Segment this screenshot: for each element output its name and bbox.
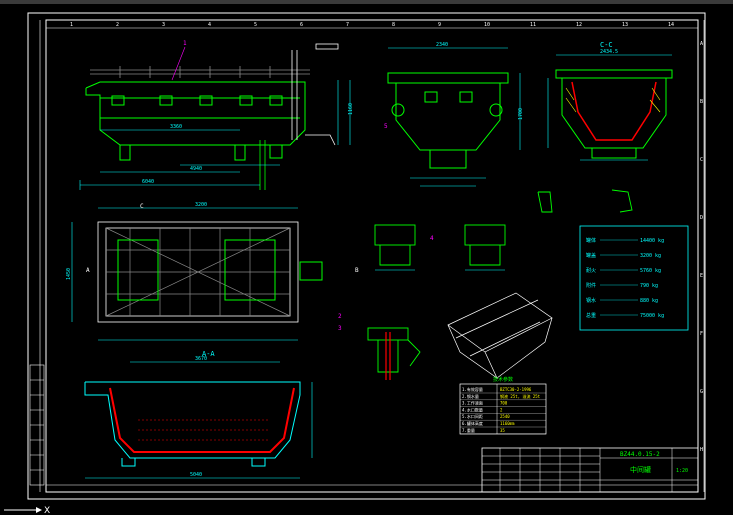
drawing-scale: 1:20 [676,468,688,474]
side-view[interactable]: 2340 1700 5 [384,42,524,187]
ruler-side-letter: H [700,447,703,453]
tech-row-value: 钢液 25t, 溢流 25t [500,393,541,399]
item-label-3: 3 [338,325,342,332]
weights-row-label: 耐火 [586,267,596,274]
tech-row-value: 2540 [500,414,510,419]
ruler-side: A B C D E F G H [700,41,703,453]
tech-row-value: 700 [500,401,508,406]
detail-views[interactable]: 2 3 4 [338,189,633,380]
ruler-side-letter: B [700,99,703,105]
tech-row-value: 1160mm [500,421,515,426]
ruler-top-number: 4 [208,22,211,28]
ruler-top-number: 5 [254,22,257,28]
weights-row-label: 罐盖 [586,252,596,259]
isometric-view [447,292,553,380]
weights-row-value: 790 kg [640,283,658,289]
tech-table-title: 技术参数 [493,376,513,383]
section-mark-c: C [140,203,144,210]
ruler-top-number: 3 [162,22,165,28]
weights-row-value: 3200 kg [640,253,661,259]
tech-row-key: 4.水口数量 [462,406,483,412]
tech-row-key: 6.罐体高度 [462,420,483,426]
dim-bottom-length: 4940 [190,166,202,172]
ruler-top-number: 13 [622,22,628,28]
drawing-number: BZ44.0.15-2 [620,451,660,458]
dim-height: 1160 [348,103,354,115]
tech-row-value: BZTC30-2-1996 [500,387,532,392]
section-cc-view[interactable]: C-C 2434.5 [547,41,673,161]
tech-row-key: 7.重量 [462,427,475,433]
weights-row-value: 5760 kg [640,268,661,274]
ruler-top-number: 7 [346,22,349,28]
dim-plan-width: 3200 [195,202,207,208]
ucs-icon: X [4,506,50,515]
dim-inner-length: 3360 [170,124,182,130]
weights-row-label: 钢水 [586,297,596,304]
section-aa-view[interactable]: A-A 5040 3670 [84,350,313,479]
weights-row-value: 880 kg [640,298,658,304]
dim-aa-length: 5040 [190,472,202,478]
inner-frame [45,19,699,493]
ruler-side-letter: D [700,215,703,221]
ruler-top-number: 2 [116,22,119,28]
dim-end-width: 2340 [436,42,448,48]
ruler-side-letter: G [700,389,703,395]
dim-overall-length: 6040 [142,179,154,185]
ruler-top-number: 11 [530,22,536,28]
weights-row-value: 14400 kg [640,238,664,244]
app-top-bar [0,0,733,4]
tech-row-key: 3.工作液面 [462,400,483,406]
outer-frame [27,12,706,500]
tech-row-value: 35 [500,428,505,433]
title-block: BZ44.0.15-2 中间罐 1:20 [481,447,699,493]
ruler-top-number: 12 [576,22,582,28]
item-label-2: 2 [338,313,342,320]
dim-side: 1700 [518,108,524,120]
ruler-top-number: 14 [668,22,674,28]
ruler-side-letter: C [700,157,703,163]
drawing-name: 中间罐 [630,465,651,474]
weights-row-label: 附件 [586,282,596,289]
section-aa-title: A-A [202,350,215,358]
tech-params-table: 技术参数 1.有效容量 BZTC30-2-1996 2.钢水量 钢液 25t, 溢流 … [459,376,547,435]
dim-aa-inner: 3670 [195,356,207,362]
ruler-top-number: 10 [484,22,490,28]
tech-row-key: 1.有效容量 [462,386,483,392]
ruler-side-letter: E [700,273,703,279]
plan-view[interactable]: 3200 1450 C A B [66,202,359,341]
weights-row-value: 75000 kg [640,313,664,319]
tech-row-key: 2.钢水量 [462,393,479,399]
item-label-4: 4 [430,235,434,242]
section-mark-a: A [86,267,90,274]
section-mark-b: B [355,267,359,274]
tech-row-key: 5.水口间距 [462,413,483,419]
item-label-5: 5 [384,123,388,130]
dim-plan-depth: 1450 [66,268,72,280]
dim-cc-width: 2434.5 [600,49,618,55]
svg-text:X: X [44,506,50,515]
item-label-1: 1 [183,40,187,47]
front-view[interactable]: 6040 4940 3360 1160 1 [79,40,354,190]
ruler-side-letter: F [700,331,703,337]
ruler-top-number: 8 [392,22,395,28]
ruler-top-number: 9 [438,22,441,28]
section-cc-title: C-C [600,41,613,49]
ruler-side-letter: A [700,41,703,47]
tech-row-value: 2 [500,407,503,412]
weights-table: 罐体 14400 kg 罐盖 3200 kg 耐火 5760 kg 附件 790 kg 钢水 88… [579,225,689,331]
ruler-top-number: 6 [300,22,303,28]
weights-row-label: 总重 [586,312,596,319]
weights-row-label: 罐体 [586,237,596,244]
ruler-top-number: 1 [70,22,73,28]
